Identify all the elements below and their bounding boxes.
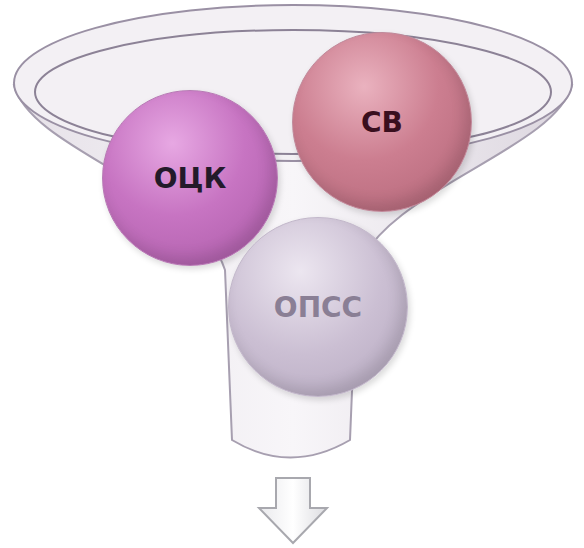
down-arrow <box>259 478 327 543</box>
circle-node: ОЦК <box>102 90 278 266</box>
node-label: ОЦК <box>154 162 227 195</box>
node-label: ОПСС <box>274 291 362 324</box>
circle-node: ОПСС <box>228 217 408 397</box>
node-label: СВ <box>361 106 403 139</box>
circle-node: СВ <box>292 32 472 212</box>
